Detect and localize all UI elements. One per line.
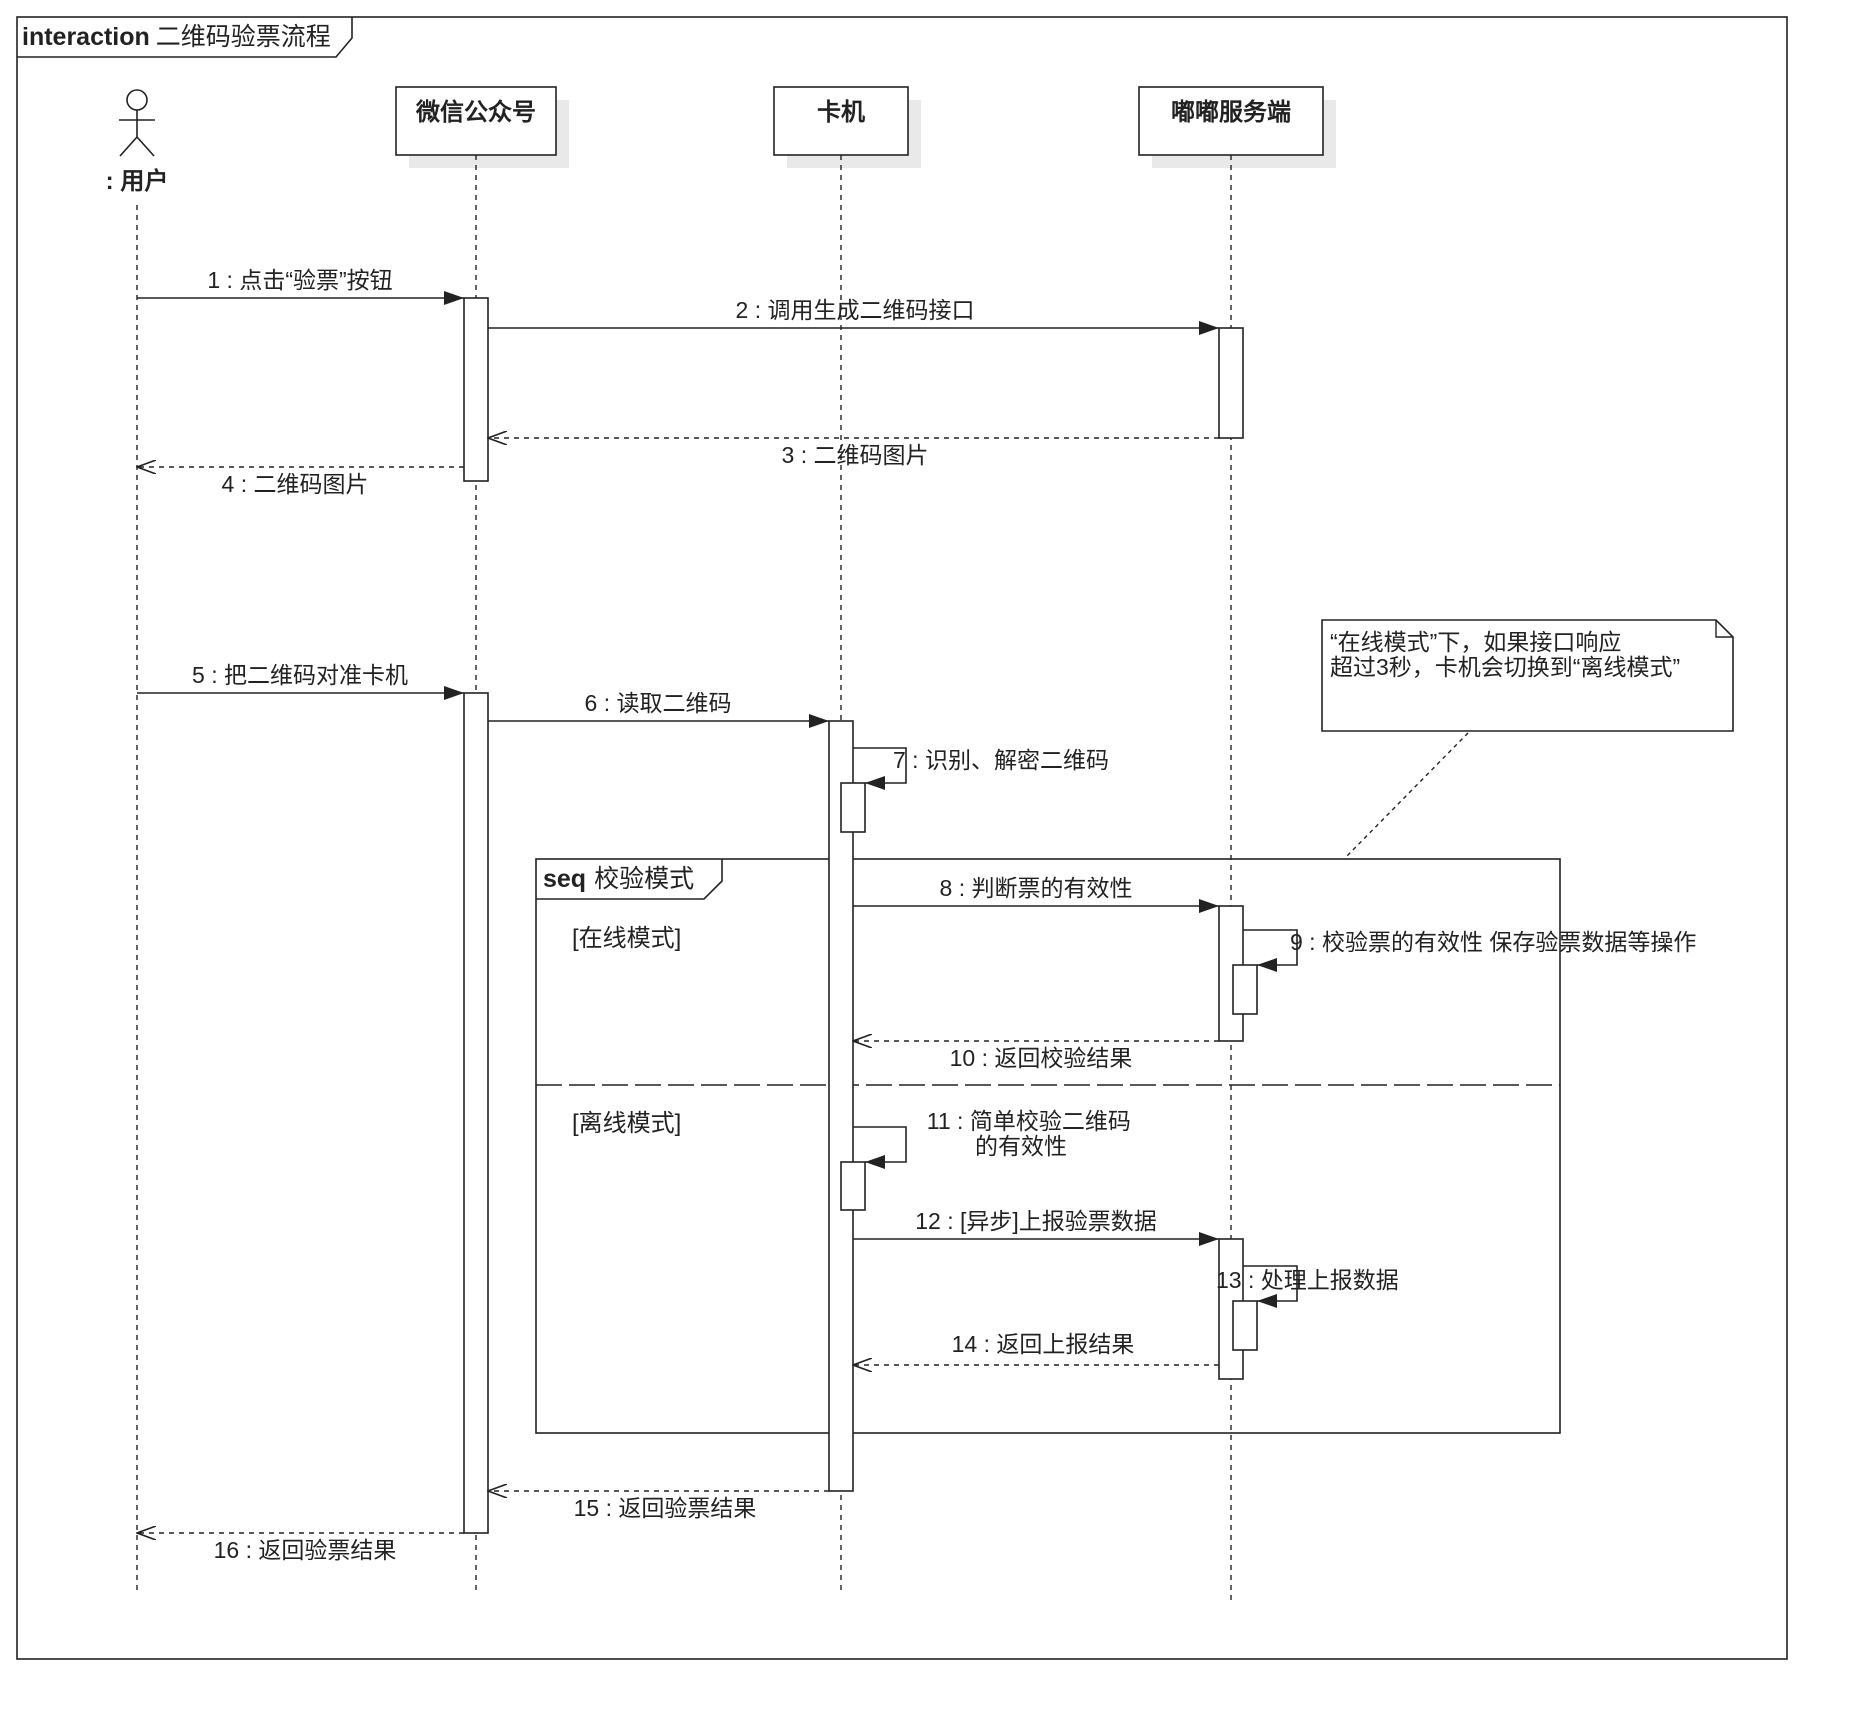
- message-8-label: 8 : 判断票的有效性: [940, 875, 1133, 901]
- participant-user-label: : 用户: [106, 167, 169, 195]
- messages: 1 : 点击“验票”按钮 2 : 调用生成二维码接口 3 : 二维码图片 4 :…: [137, 267, 1696, 1563]
- message-7-arrow: [853, 747, 907, 790]
- activation-server-self-13: [1232, 1300, 1258, 1351]
- activation-card-self-11: [840, 1161, 866, 1211]
- message-13-arrow: [1243, 1265, 1298, 1308]
- activation-card-self-7: [840, 782, 866, 833]
- message-7-label: 7 : 识别、解密二维码: [893, 747, 1109, 773]
- message-1-label: 1 : 点击“验票”按钮: [207, 267, 392, 293]
- note: “在线模式”下，如果接口响应 超过3秒，卡机会切换到“离线模式”: [1321, 619, 1734, 860]
- message-14-label: 14 : 返回上报结果: [952, 1331, 1135, 1357]
- message-5-label: 5 : 把二维码对准卡机: [192, 662, 408, 688]
- message-12-label: 12 : [异步]上报验票数据: [915, 1208, 1157, 1234]
- activation-wechat-2: [463, 692, 489, 1534]
- message-3-label: 3 : 二维码图片: [782, 442, 929, 468]
- message-15-label: 15 : 返回验票结果: [574, 1495, 757, 1521]
- activation-card-main: [828, 720, 854, 1492]
- message-9-arrow: [1243, 929, 1298, 972]
- message-11-arrow: [853, 1126, 907, 1169]
- message-4-label: 4 : 二维码图片: [222, 471, 369, 497]
- participant-wechat: 微信公众号: [395, 86, 569, 168]
- participant-server-label: 嘟嘟服务端: [1171, 98, 1291, 126]
- message-2-label: 2 : 调用生成二维码接口: [736, 297, 975, 323]
- guard-online: [在线模式]: [572, 925, 681, 952]
- guard-offline: [离线模式]: [572, 1110, 681, 1137]
- activations: [463, 297, 1258, 1534]
- participant-card-label: 卡机: [817, 99, 865, 126]
- participant-card: 卡机: [773, 86, 921, 168]
- activation-server-self-9: [1232, 964, 1258, 1015]
- activation-wechat-1: [463, 297, 489, 482]
- message-13-label: 13 : 处理上报数据: [1216, 1267, 1399, 1293]
- message-6-label: 6 : 读取二维码: [585, 690, 732, 716]
- note-anchor-line: [1343, 732, 1469, 860]
- message-16-label: 16 : 返回验票结果: [214, 1537, 397, 1563]
- participant-user: : 用户: [106, 89, 169, 195]
- message-10-label: 10 : 返回校验结果: [950, 1045, 1133, 1071]
- message-11-label: 11 : 简单校验二维码 的有效性: [927, 1108, 1137, 1159]
- participant-server: 嘟嘟服务端: [1138, 86, 1336, 168]
- note-text: “在线模式”下，如果接口响应 超过3秒，卡机会切换到“离线模式”: [1330, 629, 1680, 680]
- participant-wechat-label: 微信公众号: [415, 98, 536, 126]
- message-9-label: 9 : 校验票的有效性 保存验票数据等操作: [1290, 929, 1696, 955]
- activation-server-1: [1218, 327, 1244, 439]
